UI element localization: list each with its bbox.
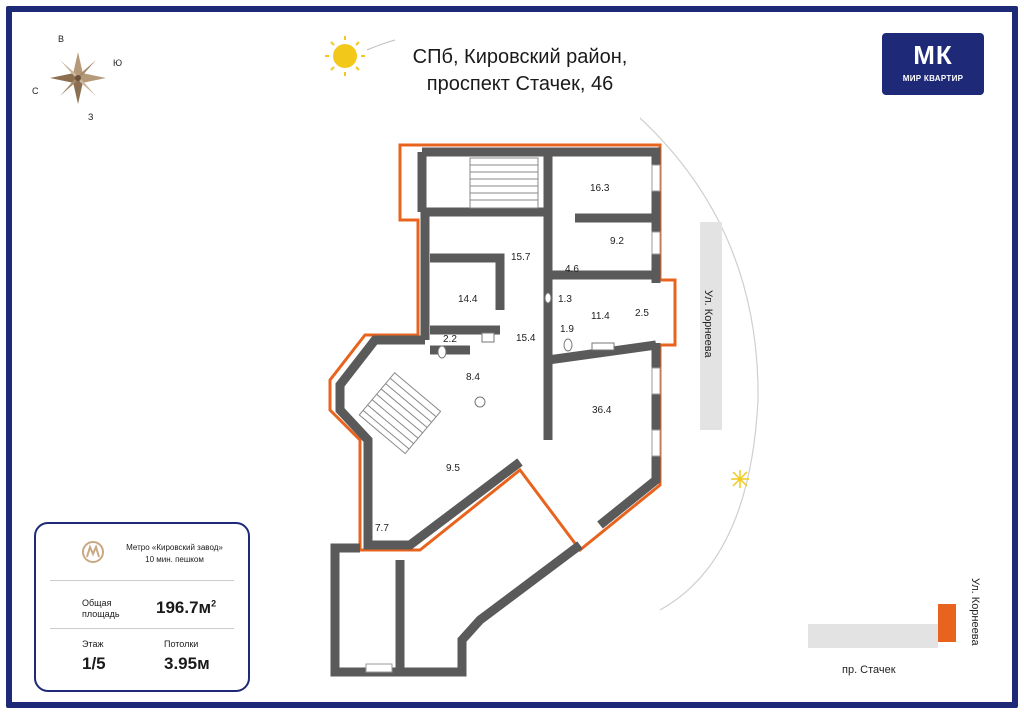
ceiling-value: 3.95м bbox=[164, 654, 210, 673]
area-value: 196.7м2 bbox=[156, 598, 216, 618]
info-card: Метро «Кировский завод» 10 мин. пешком О… bbox=[34, 522, 250, 692]
room-36-4: 36.4 bbox=[592, 405, 612, 416]
compass-s-label: З bbox=[88, 112, 94, 122]
metro-icon bbox=[82, 541, 104, 563]
metro-walk: 10 мин. пешком bbox=[145, 555, 204, 564]
title-line-2: проспект Стачек, 46 bbox=[426, 73, 614, 95]
area-label-2: площадь bbox=[82, 609, 120, 619]
room-14-4: 14.4 bbox=[458, 294, 478, 305]
fixtures bbox=[437, 292, 615, 408]
compass-rose-icon bbox=[50, 52, 106, 104]
room-1-3: 1.3 bbox=[558, 294, 572, 305]
room-15-4: 15.4 bbox=[516, 333, 536, 344]
logo-mark: МК bbox=[913, 40, 953, 70]
street-label-korneeva-2: Ул. Корнеева bbox=[969, 578, 981, 646]
brand-logo: МК МИР КВАРТИР bbox=[882, 33, 984, 95]
separator-2 bbox=[50, 628, 234, 629]
area-label-1: Общая bbox=[82, 598, 112, 608]
compass-n-label: В bbox=[58, 34, 65, 44]
room-9-2: 9.2 bbox=[610, 236, 624, 247]
common-walls bbox=[330, 541, 583, 677]
room-1-9: 1.9 bbox=[560, 324, 574, 335]
street-label-stachek: пр. Стачек bbox=[842, 664, 896, 676]
windows bbox=[365, 164, 661, 673]
sun-path bbox=[639, 117, 759, 611]
sunset-icon bbox=[731, 470, 749, 488]
room-2-2: 2.2 bbox=[443, 334, 457, 345]
page-frame bbox=[6, 6, 1018, 708]
room-11-4: 11.4 bbox=[591, 311, 610, 322]
floor-value: 1/5 bbox=[82, 654, 106, 673]
title-line-1: СПб, Кировский район, bbox=[412, 46, 628, 68]
metro-name: Метро «Кировский завод» bbox=[126, 543, 223, 552]
apartment-outline bbox=[328, 143, 677, 553]
street-label-korneeva: Ул. Корнеева bbox=[702, 290, 714, 358]
page-title: СПб, Кировский район, проспект Стачек, 4… bbox=[400, 44, 640, 98]
ceiling-label: Потолки bbox=[164, 639, 199, 649]
area-sup: 2 bbox=[211, 598, 217, 609]
sun-icon bbox=[325, 36, 395, 76]
room-16-3: 16.3 bbox=[590, 183, 610, 194]
room-15-7: 15.7 bbox=[511, 252, 531, 263]
minimap-building bbox=[938, 604, 956, 642]
room-8-4: 8.4 bbox=[466, 372, 480, 383]
floor-label: Этаж bbox=[82, 639, 104, 649]
separator bbox=[50, 580, 234, 581]
room-9-5: 9.5 bbox=[446, 463, 460, 474]
compass-w-label: С bbox=[32, 86, 39, 96]
staircase-left bbox=[358, 372, 442, 455]
metro-info: Метро «Кировский завод» 10 мин. пешком bbox=[117, 542, 232, 566]
street-korneeva bbox=[700, 222, 722, 430]
room-4-6: 4.6 bbox=[565, 264, 579, 275]
area-value-text: 196.7м bbox=[156, 598, 212, 617]
room-2-5: 2.5 bbox=[635, 308, 649, 319]
area-label: Общая площадь bbox=[82, 598, 120, 620]
logo-text: МИР КВАРТИР bbox=[902, 74, 964, 83]
minimap-street bbox=[808, 624, 938, 648]
staircase-top bbox=[469, 157, 539, 209]
compass-e-label: Ю bbox=[113, 58, 123, 68]
moon-icon bbox=[643, 600, 658, 623]
room-7-7: 7.7 bbox=[375, 523, 389, 534]
